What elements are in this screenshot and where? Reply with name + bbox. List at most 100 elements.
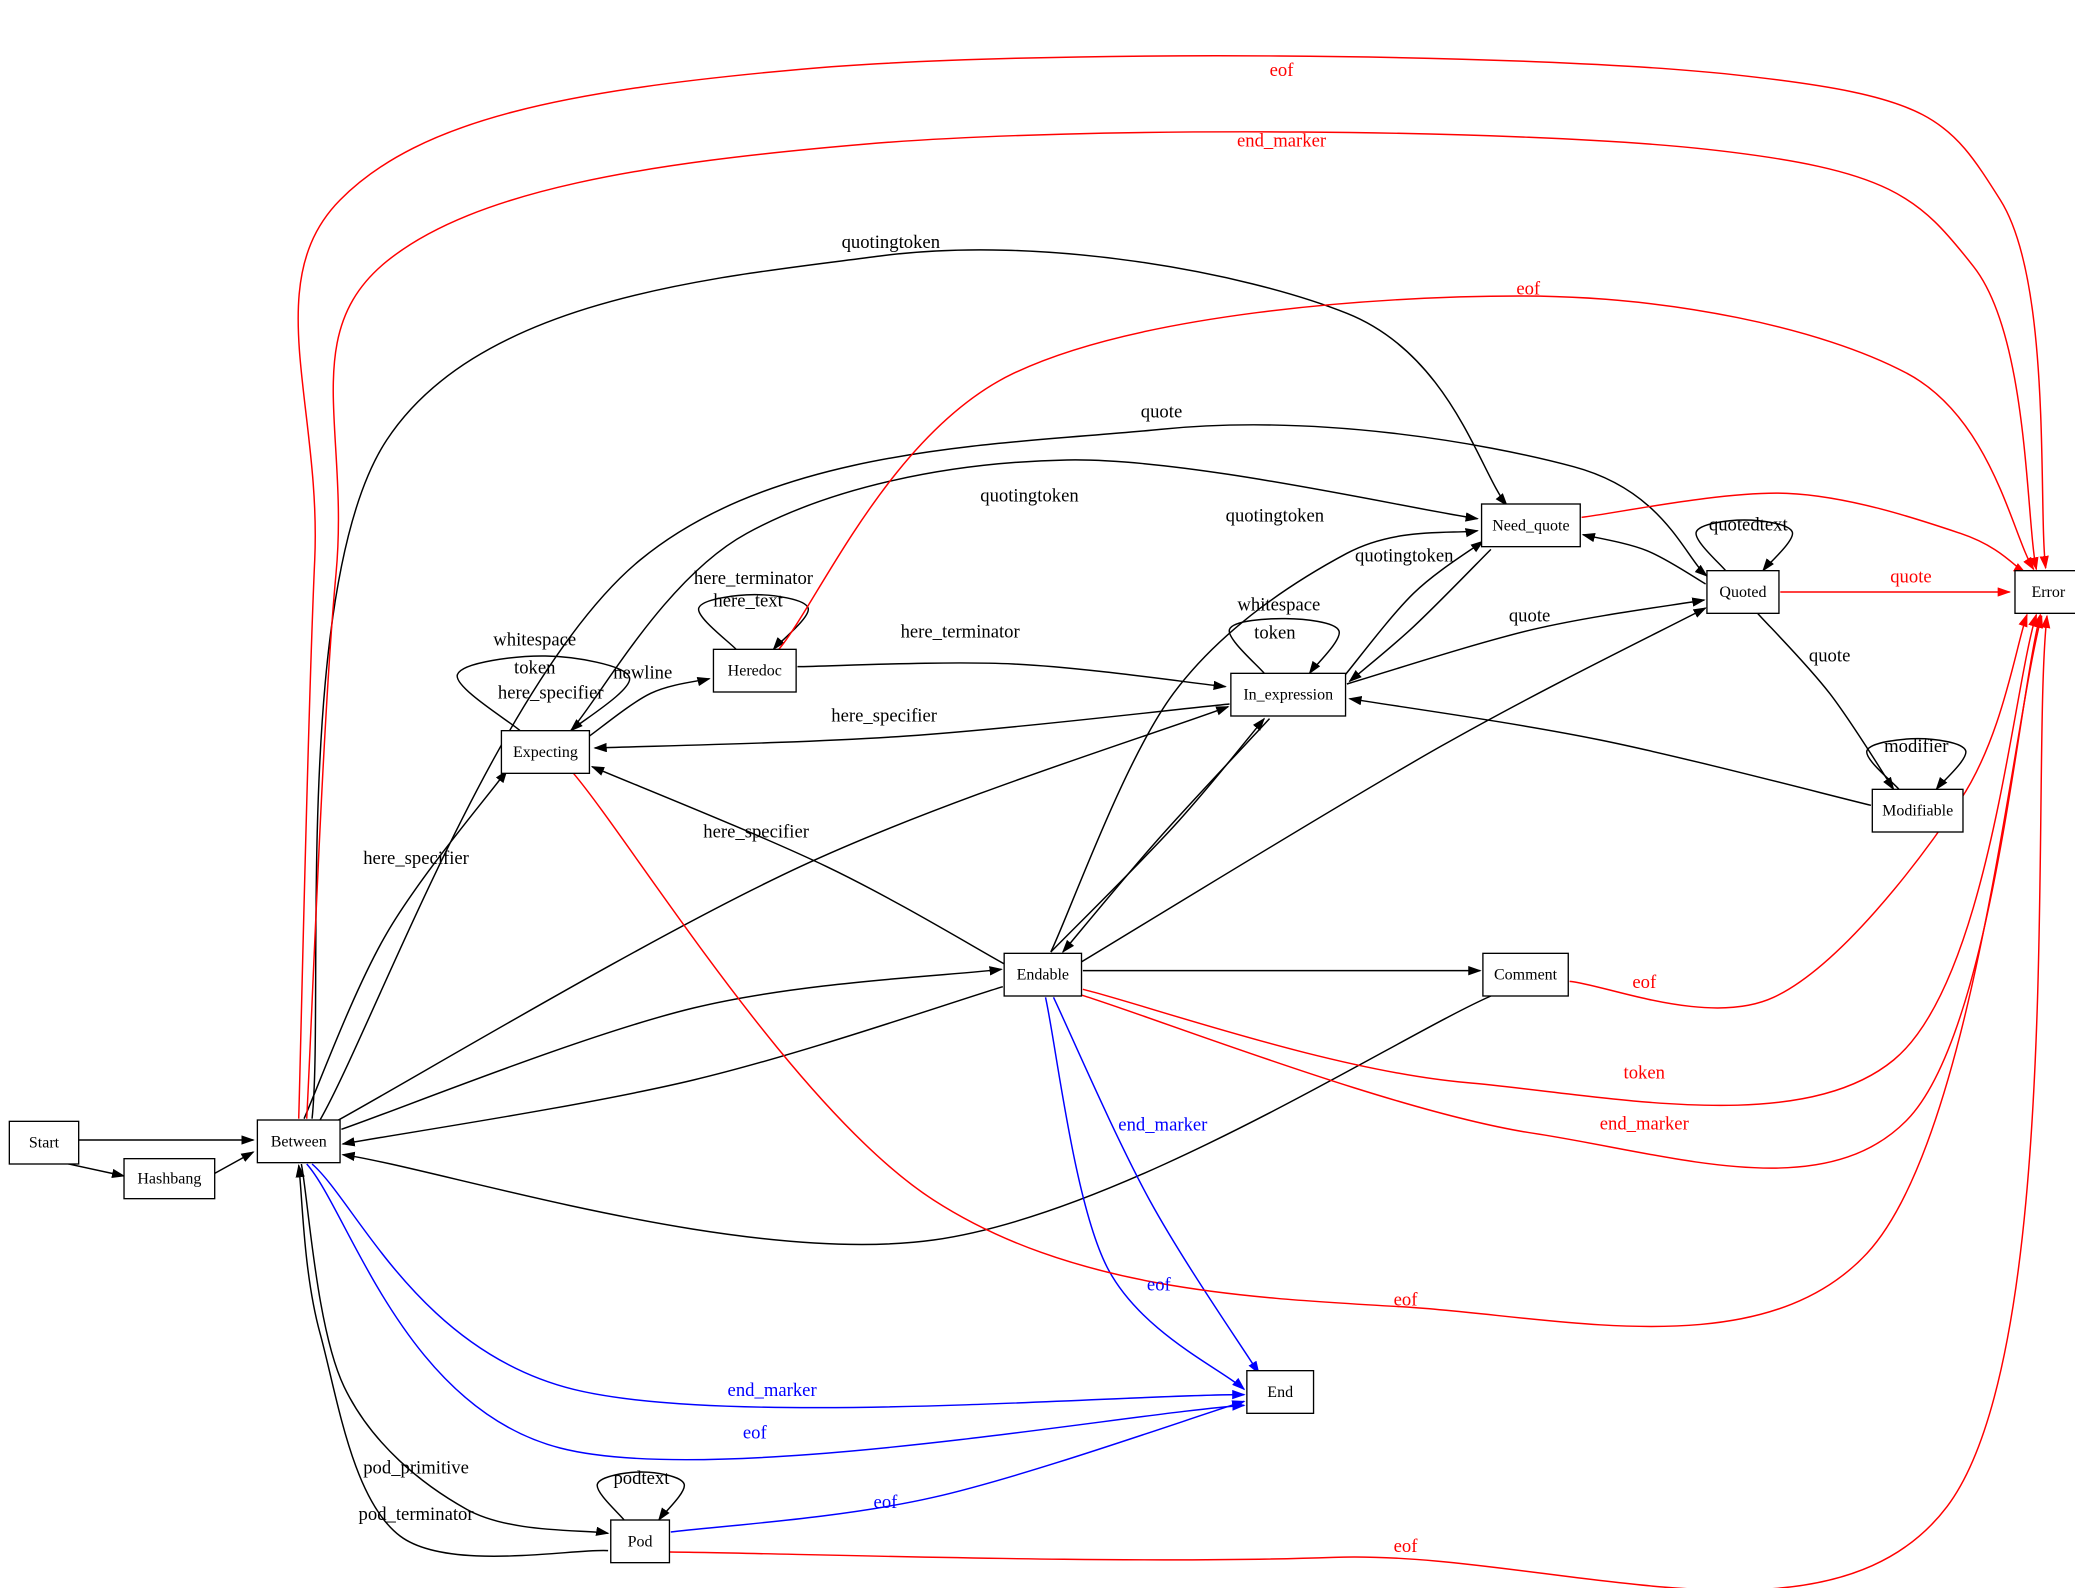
edge-Endable-Expecting-33 — [590, 765, 1008, 966]
node-box-Expecting — [500, 730, 591, 774]
edge-label-quote: quote — [1890, 567, 1931, 588]
edge-label-eof: eof — [1394, 1289, 1419, 1310]
edge-Quoted-Quoted-16 — [1695, 519, 1794, 572]
node-label-Error: Error — [2031, 584, 2065, 601]
node-label-In_expression: In_expression — [1243, 687, 1333, 704]
edge-Quoted-Modifiable-17 — [1757, 612, 1895, 791]
edge-Endable-Error-46 — [1079, 613, 2042, 1169]
node-box-Start — [8, 1120, 80, 1165]
edge-label-eof: eof — [743, 1423, 768, 1444]
edge-label-eof: eof — [1516, 279, 1541, 300]
edge-Endable-Quoted-28 — [1079, 607, 1707, 964]
edge-label-podtext: podtext — [613, 1468, 670, 1489]
node-Heredoc: Heredoc — [712, 648, 797, 693]
edge-Endable-End-35 — [1044, 997, 1246, 1391]
node-Endable: Endable — [1003, 952, 1083, 997]
node-box-In_expression — [1230, 672, 1347, 717]
node-label-Expecting: Expecting — [513, 744, 578, 761]
node-label-Pod: Pod — [628, 1533, 653, 1550]
edge-label-here_text: here_text — [713, 591, 783, 612]
edge-Expecting-Need_quote-13 — [570, 459, 1479, 732]
node-Start: Start — [8, 1120, 80, 1165]
edge-Quoted-Need_quote-29 — [1581, 533, 1706, 585]
edge-Heredoc-Heredoc-6 — [698, 593, 809, 651]
edge-Between-Error-40 — [305, 131, 2039, 1119]
node-Between: Between — [256, 1119, 341, 1164]
edge-label-newline: newline — [613, 663, 672, 684]
edge-Modifiable-Modifiable-18 — [1866, 737, 1967, 791]
node-End: End — [1246, 1370, 1315, 1414]
edge-In_expression-Endable-24 — [1061, 718, 1271, 954]
edge-Endable-Error-45 — [1082, 613, 2038, 1107]
edge-label-eof: eof — [874, 1492, 899, 1513]
edge-Expecting-Expecting-4 — [456, 655, 631, 732]
node-In_expression: In_expression — [1230, 672, 1347, 717]
edge-label-end_marker: end_marker — [1600, 1113, 1690, 1134]
edge-label-here_specifier: here_specifier — [498, 683, 604, 704]
edge-label-eof: eof — [1394, 1536, 1419, 1557]
edge-Between-Expecting-3 — [303, 769, 508, 1119]
node-box-Heredoc — [712, 648, 797, 693]
edge-label-end_marker: end_marker — [728, 1380, 818, 1401]
node-box-Pod — [610, 1519, 671, 1564]
edge-label-pod_terminator: pod_terminator — [359, 1504, 475, 1525]
edge-Start-Hashbang-0 — [62, 1161, 126, 1179]
node-label-Endable: Endable — [1017, 967, 1069, 984]
node-label-Hashbang: Hashbang — [137, 1171, 201, 1188]
edge-label-quotedtext: quotedtext — [1709, 515, 1789, 536]
node-Hashbang: Hashbang — [123, 1157, 216, 1200]
edge-label-here_specifier: here_specifier — [831, 705, 937, 726]
edge-Endable-Between-25 — [341, 985, 1004, 1147]
edge-label-quotingtoken: quotingtoken — [1226, 505, 1325, 526]
node-box-Error — [2014, 570, 2075, 614]
node-box-Hashbang — [123, 1157, 216, 1200]
edge-label-pod_primitive: pod_primitive — [363, 1457, 469, 1478]
edge-label-quotingtoken: quotingtoken — [1355, 545, 1454, 566]
edge-label-here_terminator: here_terminator — [694, 568, 814, 589]
node-label-Between: Between — [271, 1133, 327, 1150]
node-Need_quote: Need_quote — [1480, 503, 1581, 548]
node-label-Comment: Comment — [1494, 967, 1558, 984]
edges-layer — [62, 55, 2051, 1588]
edge-Endable-Need_quote-12 — [1050, 528, 1479, 953]
edge-Modifiable-In_expression-19 — [1348, 696, 1872, 807]
edge-Between-In_expression-27 — [335, 705, 1230, 1122]
edge-label-eof: eof — [1147, 1275, 1172, 1296]
edge-Pod-Between-31 — [295, 1164, 609, 1557]
node-box-End — [1246, 1370, 1315, 1414]
edge-Comment-Between-22 — [341, 995, 1492, 1246]
edge-label-here_terminator: here_terminator — [901, 621, 1021, 642]
edge-Endable-End-34 — [1052, 997, 1260, 1375]
edge-Heredoc-Error-41 — [778, 295, 2035, 650]
edge-Pod-Pod-32 — [596, 1471, 685, 1522]
edge-In_expression-Quoted-15 — [1346, 597, 1706, 685]
node-Pod: Pod — [610, 1519, 671, 1564]
node-label-End: End — [1267, 1384, 1293, 1401]
node-Modifiable: Modifiable — [1871, 788, 1964, 833]
edge-label-quote: quote — [1141, 401, 1182, 422]
edge-Comment-Error-44 — [1569, 613, 2028, 1009]
edge-label-quote: quote — [1809, 645, 1850, 666]
edge-Heredoc-In_expression-7 — [797, 662, 1227, 691]
node-box-Modifiable — [1871, 788, 1964, 833]
node-Expecting: Expecting — [500, 730, 591, 774]
node-box-Need_quote — [1480, 503, 1581, 548]
node-label-Heredoc: Heredoc — [728, 663, 782, 680]
edge-labels-layer: here_specifierwhitespacetokenhere_specif… — [359, 60, 1950, 1557]
node-label-Quoted: Quoted — [1719, 584, 1766, 601]
node-box-Quoted — [1706, 570, 1780, 614]
node-box-Endable — [1003, 952, 1083, 997]
node-Comment: Comment — [1482, 952, 1569, 997]
edge-label-end_marker: end_marker — [1118, 1115, 1208, 1136]
edge-Between-Pod-30 — [300, 1163, 610, 1536]
edge-label-quotingtoken: quotingtoken — [980, 485, 1079, 506]
edge-label-token: token — [1624, 1063, 1666, 1084]
edge-Expecting-Heredoc-5 — [589, 677, 711, 737]
edge-Expecting-Error-47 — [572, 614, 2044, 1328]
edge-In_expression-Expecting-9 — [593, 703, 1230, 753]
edge-Need_quote-In_expression-11 — [1348, 548, 1492, 683]
node-box-Between — [256, 1119, 341, 1164]
edge-Hashbang-Between-2 — [214, 1151, 255, 1174]
